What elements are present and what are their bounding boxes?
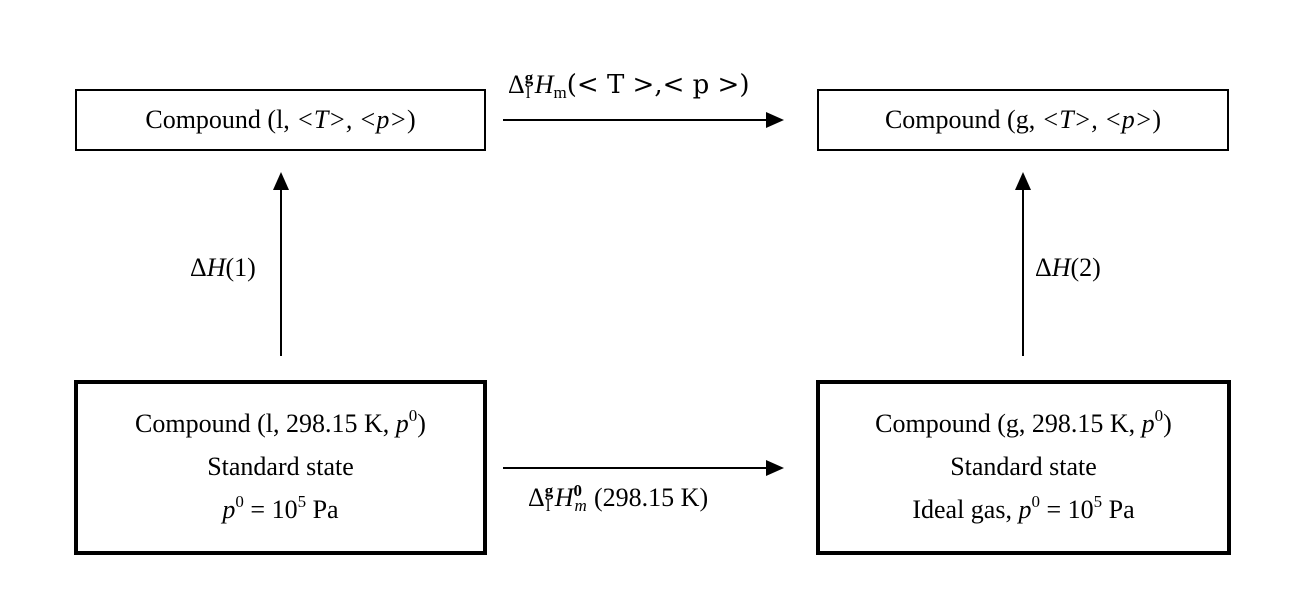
node-liquid-T-p-label: Compound (l, <T>, <p>) [145,105,416,134]
label-delta-H-2: ΔH(2) [1035,253,1101,282]
node-liquid-standard-line3: p0 = 105 Pa [222,492,339,524]
node-gas-T-p: Compound (g, <T>, <p>) [817,89,1229,151]
arrow-right-vertical [1015,172,1031,356]
node-liquid-standard: Compound (l, 298.15 K, p0) Standard stat… [74,380,487,555]
node-liquid-standard-line1: Compound (l, 298.15 K, p0) [135,406,426,438]
node-liquid-T-p: Compound (l, <T>, <p>) [75,89,486,151]
node-gas-standard: Compound (g, 298.15 K, p0) Standard stat… [816,380,1231,555]
arrow-top-horizontal [503,112,784,128]
node-gas-standard-line2: Standard state [950,452,1097,481]
arrow-bottom-horizontal [503,460,784,476]
node-gas-T-p-label: Compound (g, <T>, <p>) [884,105,1162,134]
arrow-left-vertical [273,172,289,356]
label-delta-H-1: ΔH(1) [190,253,256,282]
node-liquid-standard-line2: Standard state [207,452,354,481]
node-gas-standard-line1: Compound (g, 298.15 K, p0) [875,406,1172,438]
node-gas-standard-line3: Ideal gas, p0 = 105 Pa [912,492,1135,524]
